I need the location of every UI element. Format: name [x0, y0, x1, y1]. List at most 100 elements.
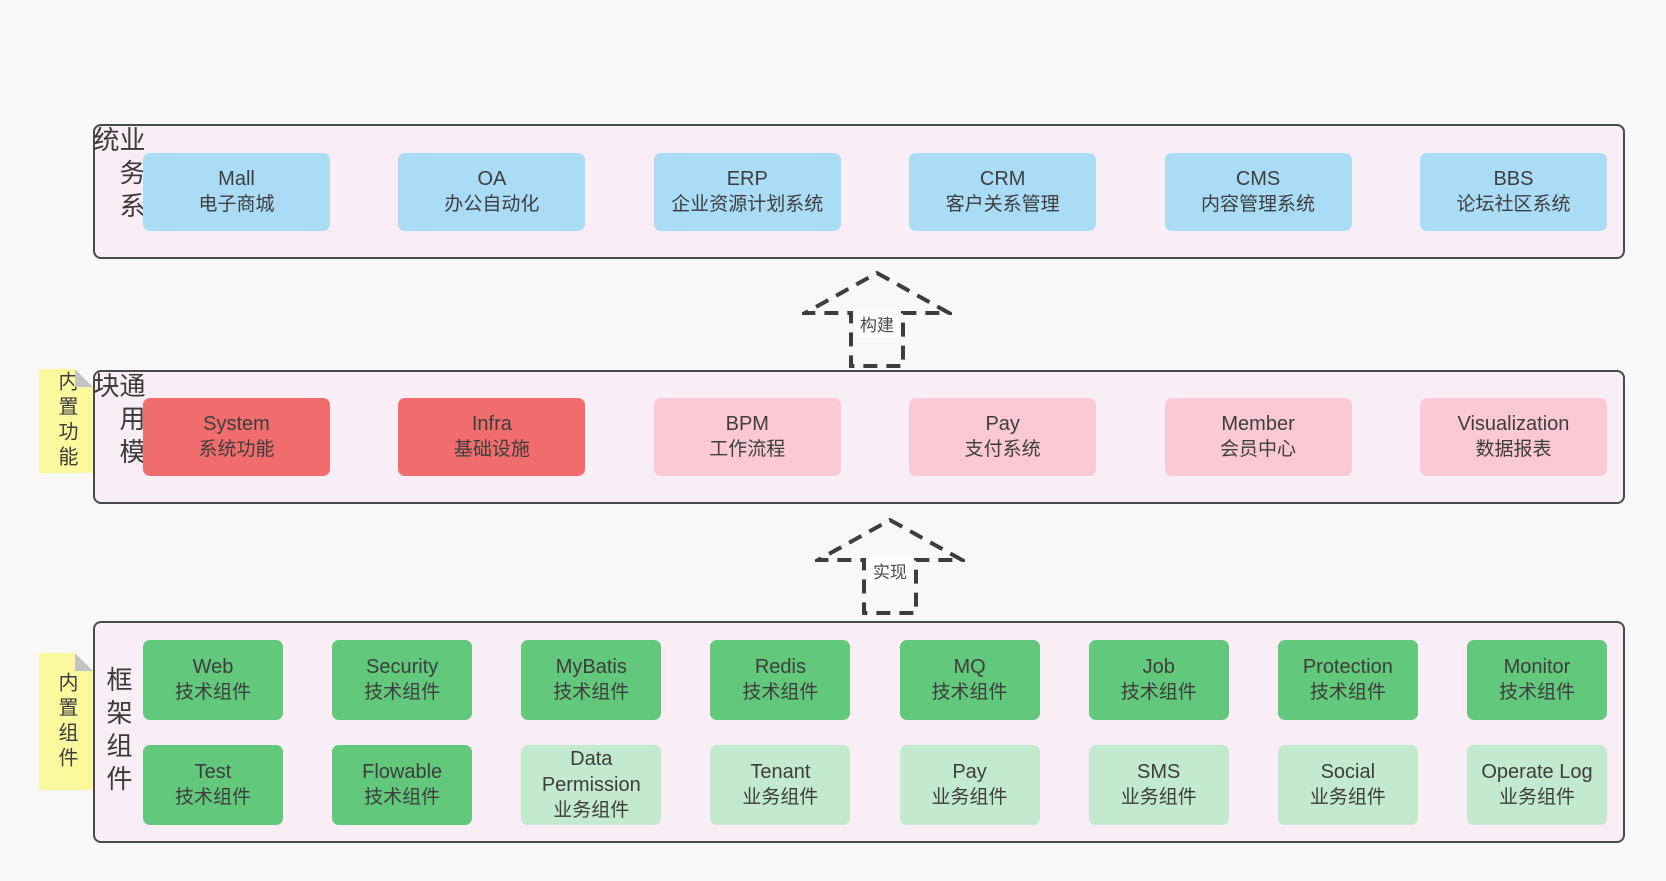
box-flowable: Flowable 技术组件 — [332, 744, 473, 825]
box-title: MQ — [953, 655, 986, 678]
box-title: SMS — [1137, 760, 1181, 783]
box-subtitle: 会员中心 — [1220, 439, 1297, 460]
box-title: Data Permission — [541, 747, 641, 796]
box-title: Job — [1142, 655, 1175, 678]
box-title: Mall — [218, 167, 255, 190]
box-subtitle: 技术组件 — [1498, 681, 1575, 703]
box-title: CMS — [1235, 167, 1281, 190]
box-subtitle: 论坛社区系统 — [1456, 193, 1571, 215]
box-title: Protection — [1302, 655, 1393, 678]
box-subtitle: 技术组件 — [742, 681, 819, 703]
box-mybatis: MyBatis 技术组件 — [521, 639, 662, 720]
band-common-modules: 通用模块 System 系统功能 Infra 基础设施 BPM 工作流程 Pay… — [90, 370, 1625, 504]
arrow-implement: 实现 — [815, 517, 965, 617]
band-business-systems: 业务系统 Mall 电子商城 OA 办公自动化 ERP 企业资源计划系统 CRM… — [90, 124, 1625, 259]
box-bbs: BBS 论坛社区系统 — [1419, 152, 1607, 231]
box-title: Visualization — [1457, 413, 1570, 435]
box-title: ERP — [726, 167, 768, 190]
sticky-label: 内置组件 — [55, 671, 77, 772]
up-block-arrow-icon — [802, 270, 952, 368]
sticky-builtin-features: 内置功能 — [39, 369, 93, 473]
box-subtitle: 电子商城 — [198, 193, 275, 215]
box-protection: Protection 技术组件 — [1277, 639, 1418, 720]
box-row: Test 技术组件 Flowable 技术组件 Data Permission … — [143, 744, 1607, 825]
folded-corner-icon — [75, 653, 93, 671]
box-subtitle: 业务组件 — [742, 786, 819, 808]
box-subtitle: 技术组件 — [931, 681, 1008, 703]
box-title: Tenant — [750, 760, 811, 783]
box-subtitle: 基础设施 — [453, 439, 530, 460]
box-row: System 系统功能 Infra 基础设施 BPM 工作流程 Pay 支付系统… — [143, 398, 1607, 476]
box-subtitle: 系统功能 — [198, 439, 275, 460]
box-tenant: Tenant 业务组件 — [710, 744, 851, 825]
box-subtitle: 企业资源计划系统 — [671, 193, 824, 215]
box-title: OA — [477, 167, 507, 190]
box-social: Social 业务组件 — [1277, 744, 1418, 825]
up-block-arrow-icon — [815, 517, 965, 615]
box-mq: MQ 技术组件 — [899, 639, 1040, 720]
box-subtitle: 技术组件 — [364, 681, 441, 703]
box-operate-log: Operate Log 业务组件 — [1466, 744, 1607, 825]
box-title: Test — [194, 760, 232, 783]
box-title: Member — [1221, 413, 1295, 435]
box-subtitle: 支付系统 — [964, 439, 1041, 460]
box-subtitle: 工作流程 — [709, 439, 786, 460]
box-title: Web — [192, 655, 234, 678]
box-web: Web 技术组件 — [143, 639, 283, 720]
box-subtitle: 业务组件 — [1309, 786, 1386, 808]
box-visualization: Visualization 数据报表 — [1419, 398, 1607, 476]
band-rows: System 系统功能 Infra 基础设施 BPM 工作流程 Pay 支付系统… — [141, 372, 1623, 502]
box-subtitle: 业务组件 — [553, 799, 630, 821]
arrow-label: 构建 — [855, 310, 899, 337]
box-title: Operate Log — [1481, 760, 1593, 783]
box-monitor: Monitor 技术组件 — [1466, 639, 1607, 720]
box-crm: CRM 客户关系管理 — [909, 152, 1097, 231]
box-row: Mall 电子商城 OA 办公自动化 ERP 企业资源计划系统 CRM 客户关系… — [143, 152, 1607, 231]
band-framework-components: 框架组件 Web 技术组件 Security 技术组件 MyBatis 技术组件… — [93, 621, 1625, 843]
band-label-column: 业务系统 — [90, 126, 146, 257]
box-row: Web 技术组件 Security 技术组件 MyBatis 技术组件 Redi… — [143, 639, 1607, 720]
box-subtitle: 技术组件 — [174, 681, 251, 703]
box-subtitle: 技术组件 — [364, 786, 441, 808]
box-subtitle: 内容管理系统 — [1201, 193, 1316, 215]
box-title: Monitor — [1503, 655, 1571, 678]
box-pay-system: Pay 支付系统 — [909, 398, 1097, 476]
box-subtitle: 业务组件 — [1120, 786, 1197, 808]
box-pay-component: Pay 业务组件 — [899, 744, 1040, 825]
box-subtitle: 客户关系管理 — [945, 193, 1060, 215]
box-redis: Redis 技术组件 — [710, 639, 851, 720]
band-rows: Web 技术组件 Security 技术组件 MyBatis 技术组件 Redi… — [141, 623, 1623, 841]
box-security: Security 技术组件 — [332, 639, 473, 720]
box-member: Member 会员中心 — [1164, 398, 1352, 476]
box-mall: Mall 电子商城 — [143, 152, 330, 231]
box-title: MyBatis — [555, 655, 627, 678]
sticky-builtin-components: 内置组件 — [39, 653, 93, 790]
sticky-label: 内置功能 — [55, 371, 77, 471]
box-data-permission: Data Permission 业务组件 — [521, 744, 662, 825]
arrow-label: 实现 — [868, 557, 912, 584]
band-label-column: 框架组件 — [95, 623, 141, 841]
box-oa: OA 办公自动化 — [398, 152, 586, 231]
box-test: Test 技术组件 — [143, 744, 283, 825]
box-title: System — [203, 413, 270, 435]
box-bpm: BPM 工作流程 — [653, 398, 841, 476]
box-title: Redis — [754, 655, 806, 678]
box-subtitle: 技术组件 — [174, 786, 251, 808]
band-title: 通用模块 — [90, 372, 146, 471]
box-subtitle: 办公自动化 — [444, 193, 540, 215]
box-subtitle: 业务组件 — [931, 786, 1008, 808]
box-subtitle: 数据报表 — [1475, 439, 1552, 460]
box-title: Security — [366, 655, 439, 678]
box-title: Flowable — [362, 760, 443, 783]
box-erp: ERP 企业资源计划系统 — [653, 152, 841, 231]
box-title: Pay — [985, 413, 1020, 435]
arrow-build: 构建 — [802, 270, 952, 370]
band-rows: Mall 电子商城 OA 办公自动化 ERP 企业资源计划系统 CRM 客户关系… — [141, 126, 1623, 257]
box-subtitle: 业务组件 — [1498, 786, 1575, 808]
band-title: 框架组件 — [103, 666, 133, 798]
band-title: 业务系统 — [90, 126, 146, 225]
band-label-column: 通用模块 — [90, 372, 146, 502]
box-subtitle: 技术组件 — [553, 681, 630, 703]
box-subtitle: 技术组件 — [1309, 681, 1386, 703]
